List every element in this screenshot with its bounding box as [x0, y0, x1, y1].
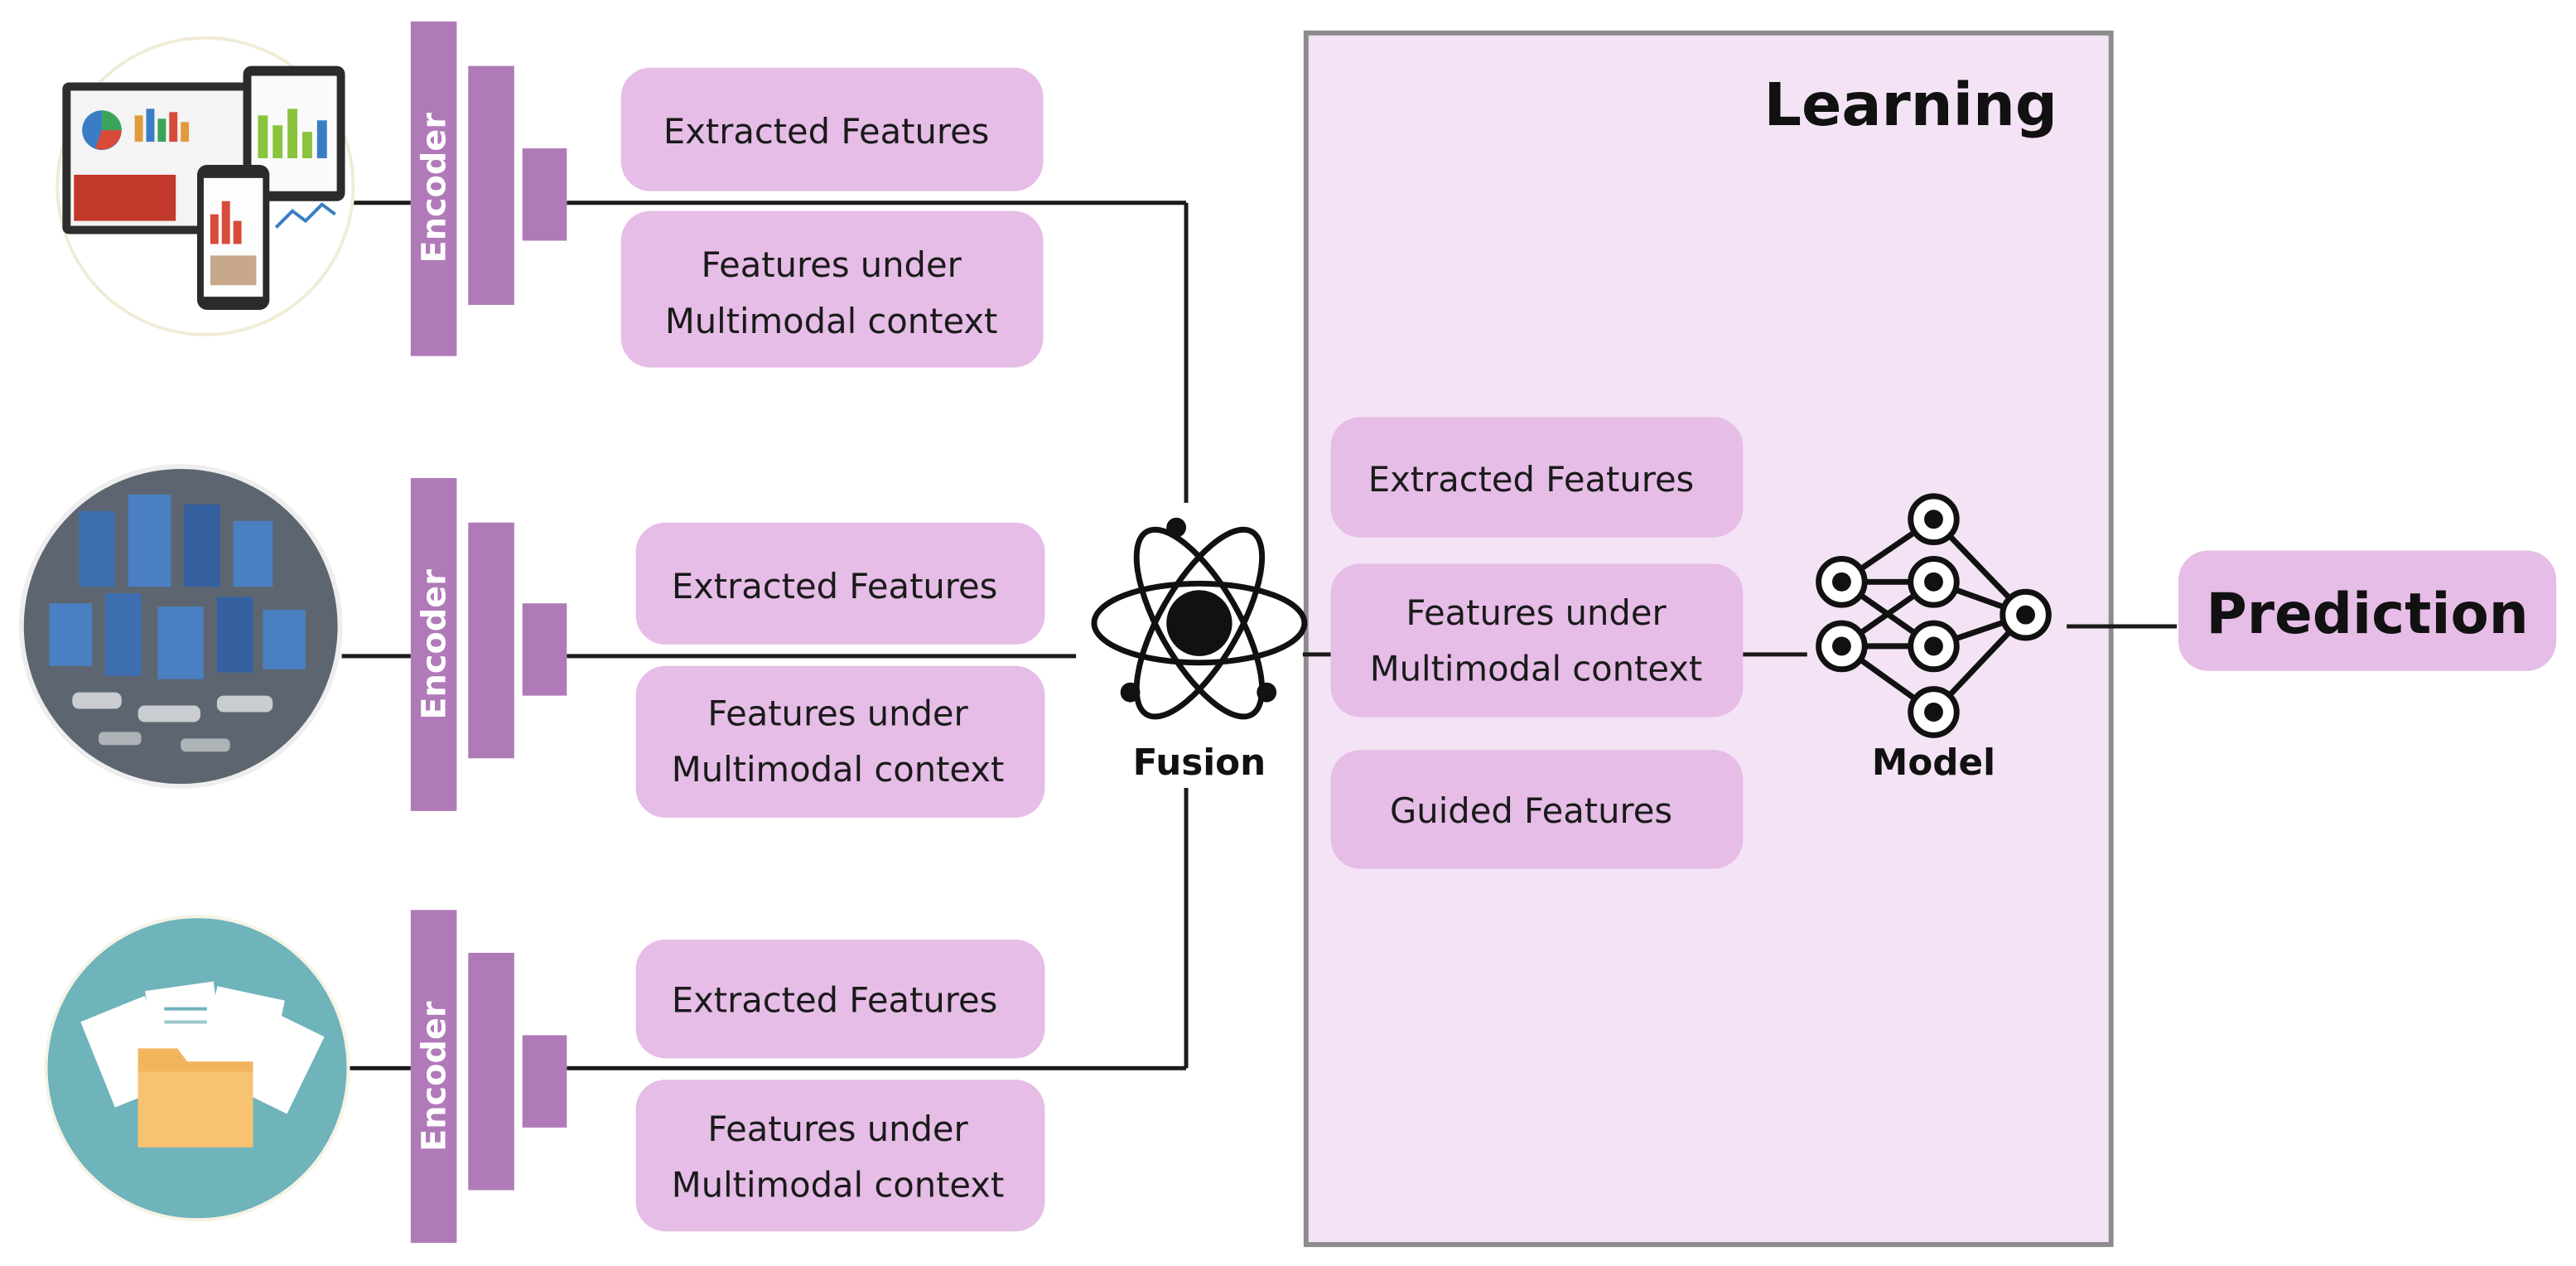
encoder-2-label: Encoder [416, 569, 454, 720]
extracted-features-1-label: Extracted Features [663, 111, 989, 152]
learning-context-features-box [1330, 563, 1744, 718]
context-features-3-label-line2: Multimodal context [672, 1164, 1005, 1205]
context-features-1-label-line2: Multimodal context [665, 301, 998, 341]
document-folder-icon [44, 915, 350, 1222]
fusion-label: Fusion [1133, 742, 1266, 784]
context-features-3-label-line1: Features under [707, 1109, 968, 1149]
neural-network-icon [1816, 493, 2052, 738]
extracted-features-2-box [635, 522, 1045, 645]
extracted-features-2-label: Extracted Features [672, 566, 997, 606]
context-features-1-label-line1: Features under [701, 244, 962, 285]
context-features-2-label-line1: Features under [707, 693, 968, 733]
extracted-features-3-label: Extracted Features [672, 980, 997, 1021]
input-row-3: Encoder Extracted Features Features unde… [44, 910, 1045, 1244]
prediction-label: Prediction [2206, 581, 2528, 646]
context-features-1-box [620, 210, 1044, 368]
dashboard-devices-icon [55, 36, 355, 336]
input-row-1: Encoder Extracted Features Features unde… [55, 21, 1044, 368]
prediction-box [2178, 550, 2557, 671]
encoder-1-label: Encoder [416, 113, 454, 263]
encoder-3-label: Encoder [416, 1001, 454, 1152]
input-row-2: Encoder Extracted Features Features unde… [18, 464, 1045, 818]
learning-extracted-features-box [1330, 417, 1744, 538]
learning-context-features-label-line2: Multimodal context [1370, 649, 1703, 689]
atom-icon [1091, 517, 1308, 720]
context-features-2-label-line2: Multimodal context [672, 749, 1005, 790]
extracted-features-1-box [620, 67, 1044, 191]
guided-features-label: Guided Features [1390, 790, 1672, 831]
context-features-2-box [635, 665, 1045, 818]
extracted-features-3-box [635, 940, 1045, 1059]
connector-lines [341, 201, 2178, 1070]
guided-features-box [1330, 750, 1744, 869]
context-features-3-box [635, 1080, 1045, 1232]
learning-context-features-label-line1: Features under [1406, 592, 1667, 633]
learning-extracted-features-label: Extracted Features [1368, 459, 1694, 500]
encoder-2: Encoder [410, 477, 567, 811]
encoder-1: Encoder [410, 21, 567, 356]
industrial-sensors-icon [18, 464, 343, 790]
learning-title: Learning [1763, 70, 2057, 139]
model-label: Model [1872, 742, 1995, 784]
encoder-3: Encoder [410, 910, 567, 1244]
